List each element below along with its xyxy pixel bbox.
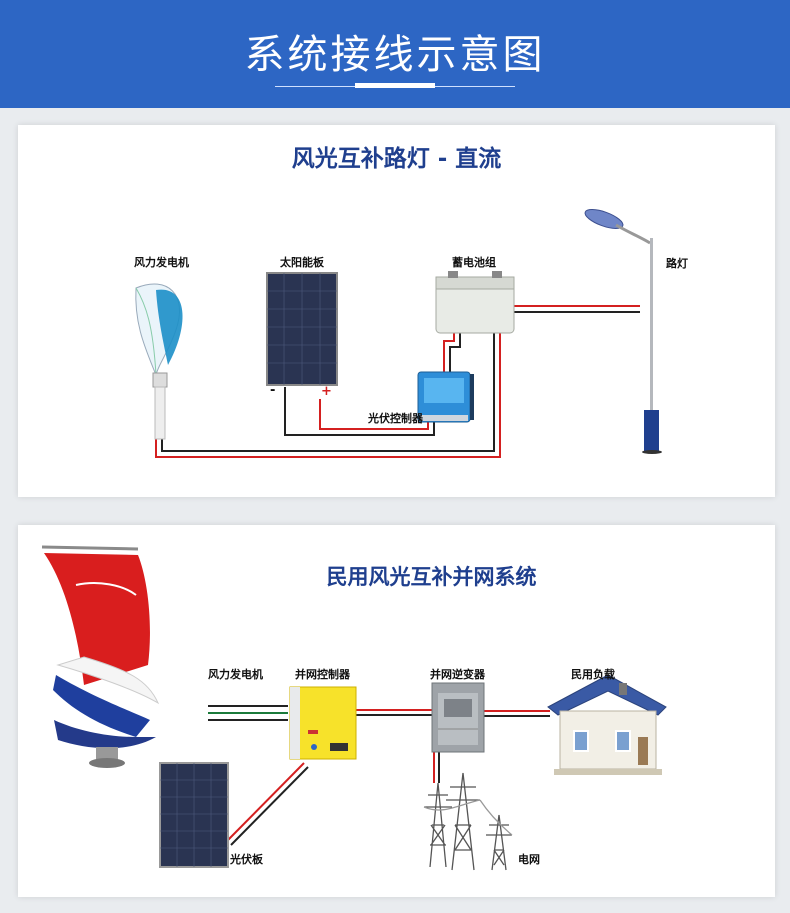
wire-pv-red — [227, 762, 305, 841]
large-wind-turbine — [41, 545, 160, 768]
label-pv-controller: 光伏控制器 — [368, 412, 423, 425]
section-dc-streetlight: 风光互补路灯 - 直流 — [18, 125, 775, 497]
house — [547, 674, 667, 775]
label-pv-panel: 光伏板 — [230, 853, 263, 866]
label-street-lamp: 路灯 — [666, 257, 688, 270]
wire-pv-black — [230, 766, 309, 846]
wire-ctrl-black — [449, 333, 461, 373]
header-banner: 系统接线示意图 — [0, 0, 790, 108]
label-grid: 电网 — [518, 853, 540, 866]
transmission-towers — [423, 772, 513, 871]
header-rule-left — [275, 86, 355, 87]
wire-panel-red — [319, 399, 429, 430]
label-plus: + — [321, 384, 332, 399]
solar-panel — [266, 272, 338, 386]
wire-wind-red — [155, 333, 501, 458]
section2-title: 民用风光互补并网系统 — [326, 565, 537, 589]
label-grid-controller: 并网控制器 — [295, 668, 350, 681]
wires — [155, 305, 640, 458]
pv-panel — [159, 762, 229, 868]
label-household-load: 民用负载 — [571, 668, 615, 681]
header-rule-right — [435, 86, 515, 87]
label-minus: - — [270, 383, 276, 398]
label-solar-panel: 太阳能板 — [280, 256, 324, 269]
grid-wiring-diagram — [41, 545, 667, 871]
header-accent-bar — [355, 83, 435, 88]
section1-title: 风光互补路灯 - 直流 — [291, 146, 502, 172]
label-wind-turbine: 风力发电机 — [134, 256, 189, 269]
label-battery-bank: 蓄电池组 — [452, 256, 496, 269]
wires — [208, 705, 550, 846]
label-wind-turbine-2: 风力发电机 — [208, 668, 263, 681]
wire-ctrl-red — [443, 333, 455, 373]
street-lamp — [584, 209, 662, 454]
page-title: 系统接线示意图 — [244, 32, 546, 78]
battery-bank — [435, 271, 515, 334]
wire-wind-black — [161, 333, 495, 452]
grid-controller — [289, 686, 357, 760]
label-grid-inverter: 并网逆变器 — [430, 668, 485, 681]
dc-wiring-diagram — [135, 209, 662, 458]
section-grid-tied: 民用风光互补并网系统 — [18, 525, 775, 897]
pv-controller — [417, 371, 474, 423]
wind-turbine — [135, 283, 183, 440]
grid-inverter — [431, 682, 485, 753]
wire-panel-black — [284, 387, 435, 436]
